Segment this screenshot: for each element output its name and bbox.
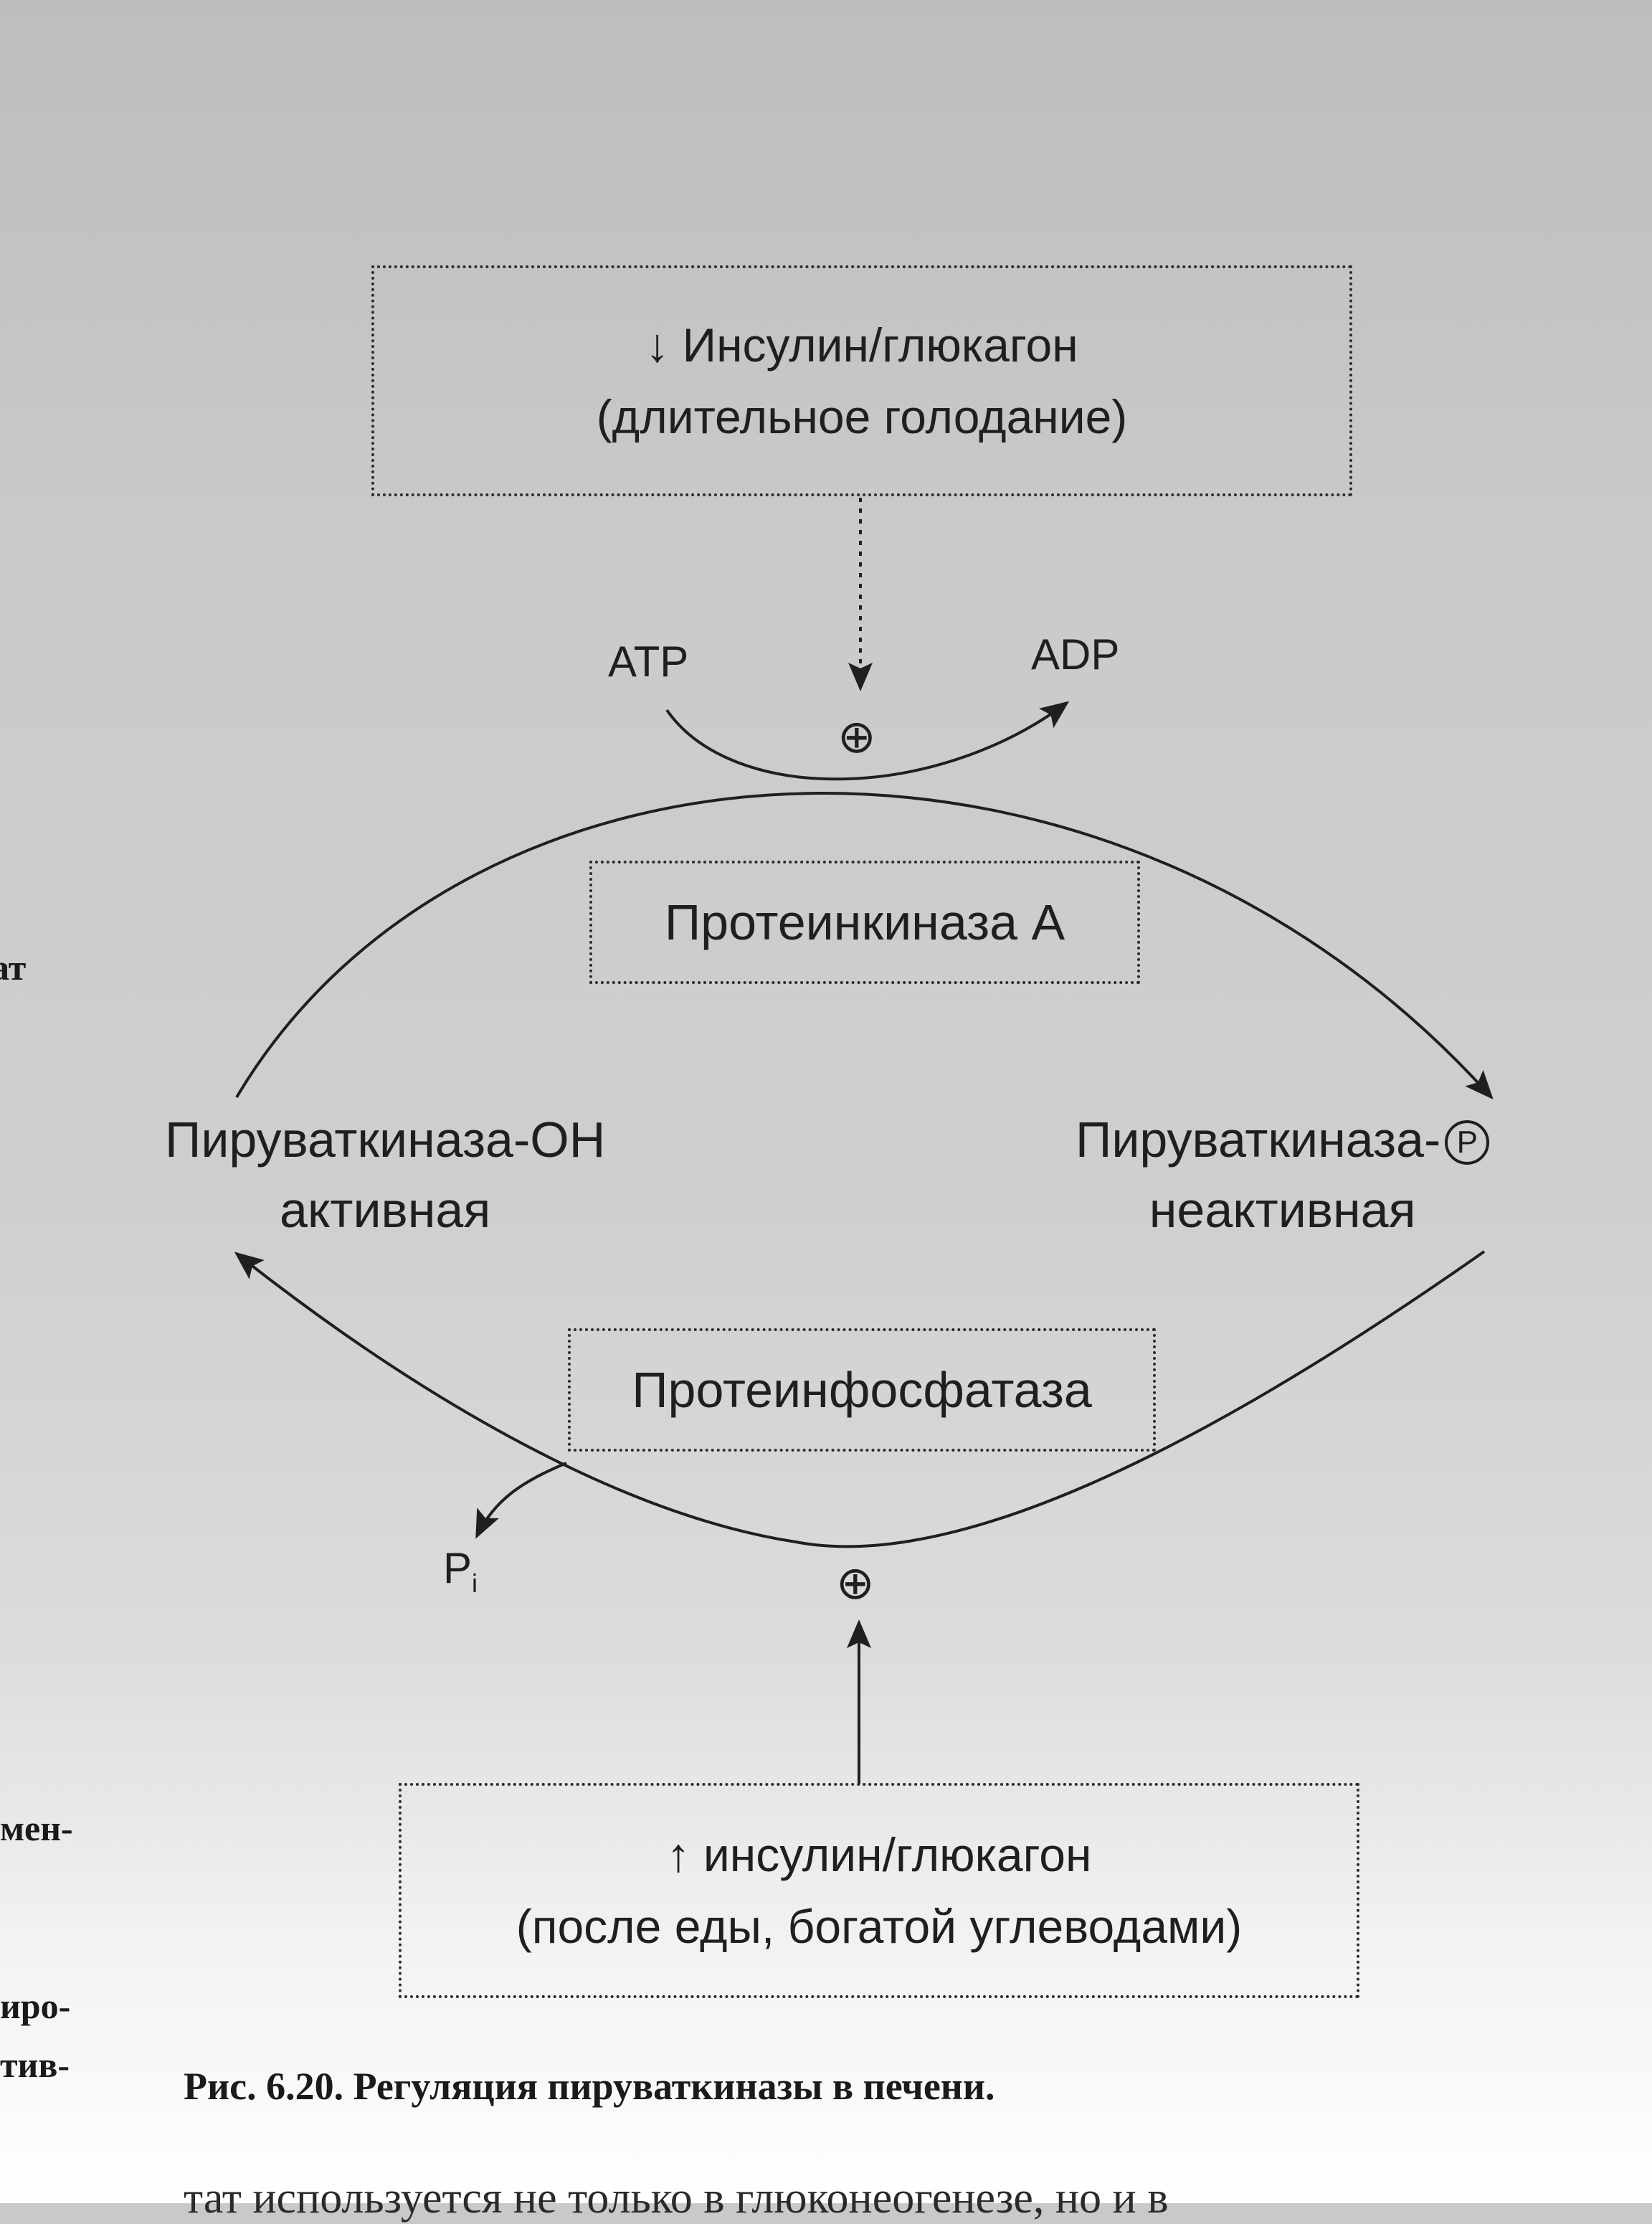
margin-fragment-3: иро- (0, 1986, 71, 2026)
pi-label: Pi (443, 1543, 478, 1599)
adp-label: ADP (1031, 630, 1120, 678)
dephosphorylation-arc (234, 1250, 1486, 1548)
active-state-name: Пируваткиназа-ОН (165, 1112, 606, 1168)
bottom-regulator-box: ↑ инсулин/глюкагон (после еды, богатой у… (399, 1783, 1359, 1998)
pi-base: P (443, 1544, 473, 1592)
atp-adp-curve (665, 701, 1070, 781)
margin-fragment-2: мен- (0, 1808, 73, 1848)
activation-plus-bottom: ⊕ (836, 1557, 875, 1609)
protein-phosphatase-label: Протеинфосфатаза (632, 1362, 1092, 1418)
bottom-regulator-line1: ↑ инсулин/глюкагон (666, 1828, 1092, 1881)
top-regulator-line2: (длительное голодание) (596, 390, 1128, 443)
inactive-state-name-row: Пируваткиназа-P (1076, 1104, 1490, 1175)
phosphate-circle-icon: P (1445, 1120, 1490, 1165)
protein-kinase-box: Протеинкиназа А (589, 861, 1140, 984)
protein-phosphatase-box: Протеинфосфатаза (568, 1328, 1156, 1452)
protein-kinase-label: Протеинкиназа А (664, 894, 1065, 950)
bottom-regulator-line2: (после еды, богатой углеводами) (516, 1900, 1243, 1953)
activation-plus-top: ⊕ (837, 711, 876, 762)
pi-subscript: i (472, 1568, 478, 1598)
inactive-pyruvate-kinase: Пируваткиназа-P неактивная (1076, 1104, 1490, 1245)
margin-fragment-4: тив- (0, 2045, 70, 2085)
inactive-state-name: Пируваткиназа- (1076, 1112, 1441, 1168)
phosphorylation-arc (235, 792, 1494, 1099)
figure-caption: Рис. 6.20. Регуляция пируваткиназы в печ… (184, 2065, 995, 2108)
active-pyruvate-kinase: Пируваткиназа-ОН активная (165, 1104, 605, 1245)
top-regulator-line1: ↓ Инсулин/глюкагон (645, 318, 1078, 372)
margin-fragment-1: ат (0, 947, 27, 988)
active-state-status: активная (280, 1182, 491, 1238)
atp-label: ATP (608, 638, 689, 686)
body-text-fragment: тат используется не только в глюконеоген… (184, 2174, 1169, 2223)
pi-release-curve (475, 1462, 567, 1539)
inactive-state-status: неактивная (1149, 1182, 1416, 1238)
top-regulator-box: ↓ Инсулин/глюкагон (длительное голодание… (371, 265, 1352, 496)
